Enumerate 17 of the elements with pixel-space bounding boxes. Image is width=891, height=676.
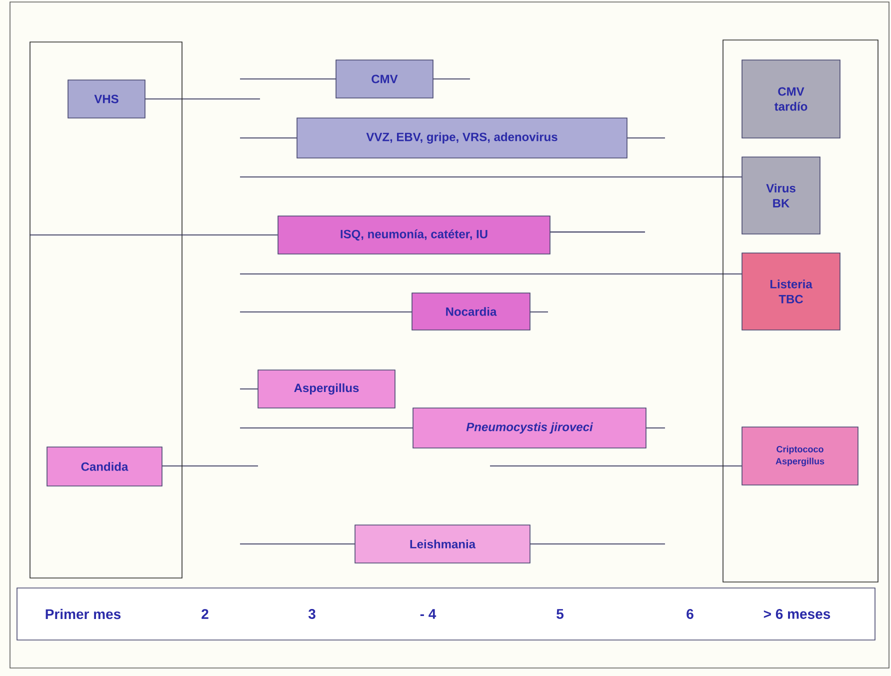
panel-box	[30, 42, 182, 578]
infection-box: Aspergillus	[258, 370, 396, 408]
panel-box	[722, 40, 878, 582]
timeline-bar: Primer mes 2 3 - 4 5 6 > 6 meses	[16, 588, 876, 640]
connector-line	[29, 234, 278, 236]
infection-box: Pneumocystis jiroveci	[412, 408, 646, 448]
infection-box: CMV	[336, 60, 434, 98]
infection-box: VVZ, EBV, gripe, VRS, adenovirus	[296, 118, 628, 158]
infection-box: Virus BK	[742, 156, 820, 234]
infection-box: Listeria TBC	[742, 252, 840, 330]
infection-box: Candida	[46, 446, 162, 486]
infection-box: CMV tardío	[742, 60, 840, 138]
infection-box: ISQ, neumonía, catéter, IU	[278, 216, 550, 254]
infection-box: VHS	[68, 80, 146, 118]
infection-box: Leishmania	[354, 524, 530, 564]
infection-box: Criptococo Aspergillus	[742, 426, 858, 486]
infection-box: Nocardia	[412, 292, 530, 330]
